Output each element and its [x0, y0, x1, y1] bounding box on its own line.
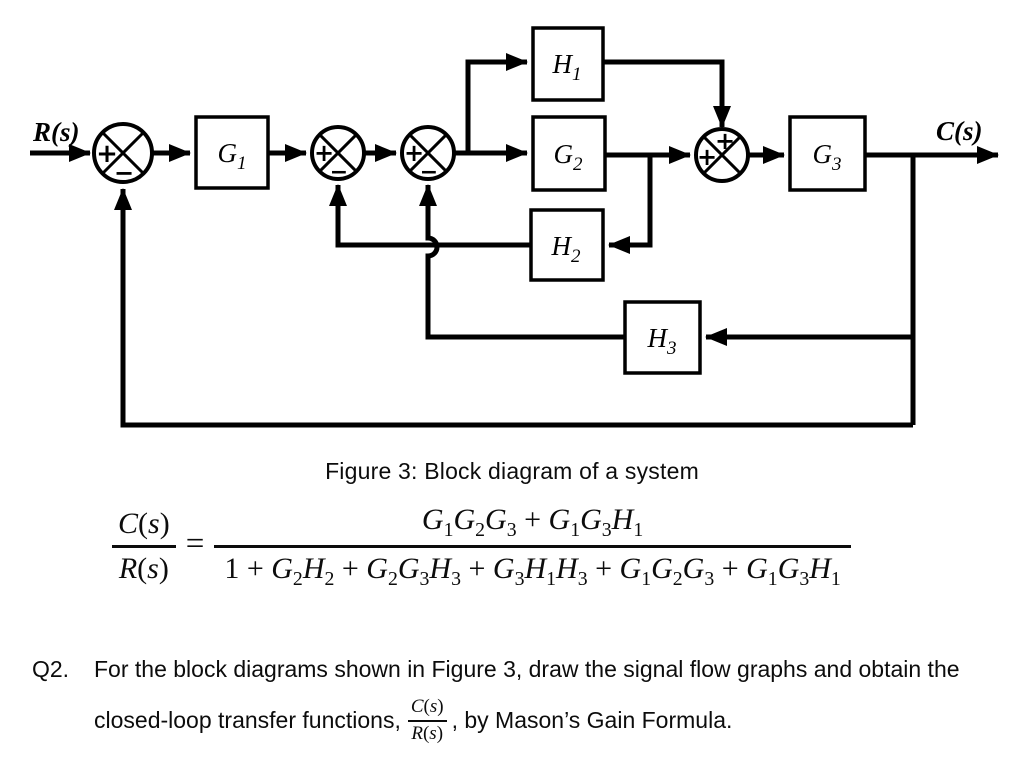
- question-line-2: closed-loop transfer functions, C(s) R(s…: [94, 696, 1012, 746]
- question-number: Q2.: [32, 656, 70, 682]
- figure-caption: Figure 3: Block diagram of a system: [325, 458, 699, 484]
- line-h1-to-sum4: [603, 59, 731, 128]
- sum4-cross: [702, 135, 742, 175]
- summing-junction-4: + +: [694, 127, 750, 183]
- inline-transfer-fraction: C(s) R(s): [407, 696, 447, 746]
- sum1-cross: [101, 131, 145, 175]
- sum2-sign-plus: +: [314, 139, 334, 167]
- equation-rhs-fraction: G1G2G3 + G1G3H1 1 + G2H2 + G2G3H3 + G3H1…: [214, 501, 851, 591]
- line-h2-to-sum2: [329, 184, 531, 248]
- equation-lhs-fraction: C(s) R(s): [112, 505, 176, 588]
- block-g3: G3: [788, 115, 867, 192]
- sum4-sign-plus-left: +: [697, 143, 717, 171]
- transfer-function-equation: C(s) R(s) = G1G2G3 + G1G3H1 1 + G2H2 + G…: [112, 501, 851, 591]
- block-h1-label: H1: [552, 49, 582, 85]
- block-h3: H3: [623, 300, 702, 375]
- question-text-line1: For the block diagrams shown in Figure 3…: [94, 656, 960, 682]
- block-g1: G1: [194, 115, 270, 190]
- sum4-sign-plus-top: +: [715, 127, 735, 155]
- block-h1: H1: [531, 26, 605, 102]
- question-line-1: Q2. For the block diagrams shown in Figu…: [32, 656, 1012, 683]
- summing-junction-3: + −: [400, 125, 456, 185]
- sum3-sign-minus: −: [420, 160, 438, 185]
- inline-fraction-numerator: C(s): [407, 696, 447, 722]
- outer-feedback-line: [114, 188, 913, 428]
- block-h3-label: H3: [647, 323, 677, 359]
- equation-rhs-numerator: G1G2G3 + G1G3H1: [214, 501, 851, 549]
- branch-to-h2: [608, 155, 653, 254]
- sum3-sign-plus: +: [404, 139, 424, 167]
- equation-lhs-numerator: C(s): [112, 505, 176, 549]
- summing-junction-2: + −: [310, 125, 366, 185]
- block-h3-box: [623, 300, 702, 375]
- block-g1-label: G1: [218, 138, 247, 174]
- summing-junction-1: + −: [92, 122, 154, 187]
- block-g1-box: [194, 115, 270, 190]
- block-g2-box: [531, 115, 607, 192]
- block-h2: H2: [529, 208, 605, 282]
- sum3-cross: [408, 133, 448, 173]
- question-text-line2-pre: closed-loop transfer functions,: [94, 707, 401, 734]
- line-h3-to-sum3-with-crossover-hop: [419, 184, 625, 340]
- output-signal-label: C(s): [936, 116, 983, 146]
- sum2-cross: [318, 133, 358, 173]
- sum2-sign-minus: −: [330, 160, 348, 185]
- block-g2: G2: [531, 115, 607, 192]
- equation-rhs-denominator: 1 + G2H2 + G2G3H3 + G3H1H3 + G1G2G3 + G1…: [224, 552, 841, 591]
- sum1-sign-plus: +: [96, 139, 118, 169]
- block-g2-label: G2: [554, 139, 584, 175]
- equation-lhs-denominator: R(s): [118, 552, 169, 586]
- branch-to-h1: [465, 53, 528, 155]
- block-h2-box: [529, 208, 605, 282]
- block-h1-box: [531, 26, 605, 102]
- block-h2-label: H2: [551, 231, 582, 267]
- question-q2: Q2. For the block diagrams shown in Figu…: [32, 656, 1012, 746]
- inline-fraction-denominator: R(s): [411, 722, 444, 744]
- block-g3-label: G3: [813, 139, 842, 175]
- equals-sign: =: [185, 525, 205, 562]
- input-signal-label: R(s): [32, 117, 80, 147]
- block-diagram: + − + − + − + + G1: [30, 26, 999, 428]
- question-text-line2-post: , by Mason’s Gain Formula.: [451, 707, 733, 734]
- sum1-sign-minus: −: [114, 159, 134, 187]
- block-g3-box: [788, 115, 867, 192]
